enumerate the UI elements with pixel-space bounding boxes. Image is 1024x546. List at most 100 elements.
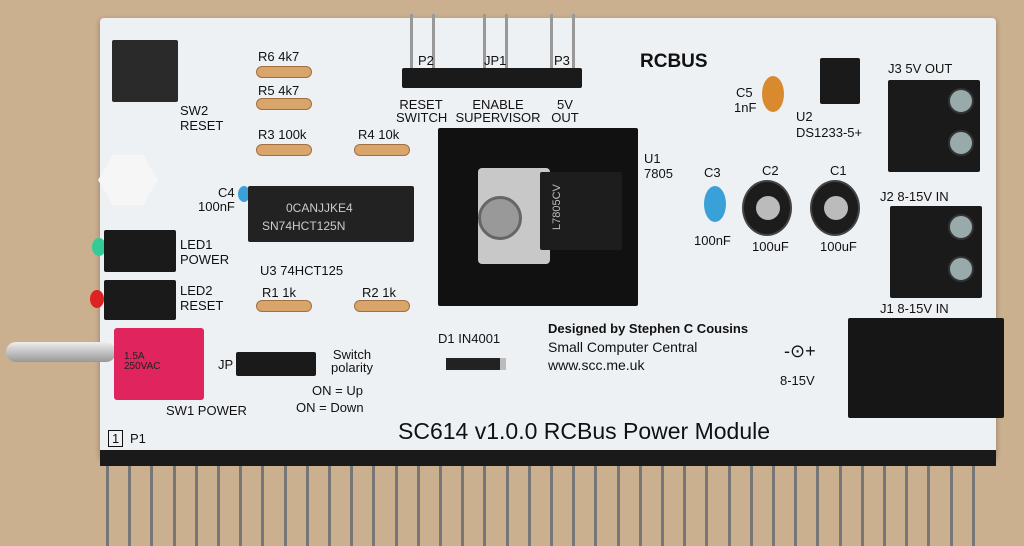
connector-pin [949, 466, 953, 546]
toggle-lever[interactable] [6, 342, 116, 362]
led1-function: POWER [180, 252, 230, 267]
terminal-screw[interactable] [948, 88, 974, 114]
c3-value: 100nF [694, 233, 731, 248]
connector-pins [100, 466, 996, 546]
capacitor-c3 [704, 186, 726, 222]
pin1-marker: 1 [108, 430, 124, 447]
connector-pin [505, 466, 509, 546]
connector-housing [100, 450, 996, 466]
credits-designer: Designed by Stephen C Cousins [548, 321, 749, 336]
connector-pin [150, 466, 154, 546]
connector-pin [572, 466, 576, 546]
j3-label: J3 5V OUT [888, 61, 953, 76]
dc-polarity-symbol: -⊙+ [784, 341, 816, 361]
on-up-label: ON = Up [312, 383, 363, 398]
connector-pin [483, 466, 487, 546]
capacitor-c4 [238, 186, 250, 202]
connector-pin [838, 466, 842, 546]
resistor-r1 [241, 300, 327, 312]
connector-pin [527, 466, 531, 546]
terminal-screw[interactable] [948, 130, 974, 156]
connector-pin [261, 466, 265, 546]
header-pin [410, 14, 413, 74]
connector-pin [372, 466, 376, 546]
sw1-label: SW1 POWER [166, 403, 247, 418]
connector-pin [461, 466, 465, 546]
d1-label: D1 IN4001 [438, 331, 501, 346]
connector-pin [439, 466, 442, 546]
header-pin [550, 14, 553, 74]
sw1-rating: 1.5A 250VAC [124, 351, 161, 372]
dc-jack-j1[interactable] [848, 318, 1004, 418]
sw2-function: RESET [180, 118, 224, 133]
mounting-screw [478, 196, 522, 240]
connector-pin [705, 466, 709, 546]
jp1-function: ENABLE SUPERVISOR [455, 97, 541, 125]
p3-function: 5V OUT [551, 97, 579, 125]
connector-pin [283, 466, 287, 546]
resistor-r4 [339, 144, 425, 156]
connector-pin [683, 466, 687, 546]
led-red [90, 290, 104, 308]
connector-pin [172, 466, 176, 546]
u2-label: U2 [796, 109, 813, 124]
connector-pin [217, 466, 220, 546]
connector-pin [927, 466, 931, 546]
u1-label: U1 [644, 151, 661, 166]
capacitor-c5 [762, 76, 784, 112]
p1-label: P1 [130, 431, 146, 446]
r5-label: R5 4k7 [258, 83, 300, 98]
connector-pin [616, 466, 620, 546]
c1-value: 100uF [820, 239, 857, 254]
connector-pin [350, 466, 354, 546]
connector-pin [860, 466, 864, 546]
connector-pin [394, 466, 398, 546]
header-pin [483, 14, 486, 74]
credits-website[interactable]: www.scc.me.uk [548, 357, 645, 373]
r4-label: R4 10k [358, 127, 400, 142]
u1-chip-code: L7805CV [551, 184, 563, 230]
connector-pin [905, 466, 909, 546]
polarity-jumper[interactable] [236, 352, 316, 376]
j2-label: J2 8-15V IN [880, 189, 949, 204]
header-pin [572, 14, 575, 74]
led2-holder [104, 280, 176, 320]
dc-range: 8-15V [780, 373, 815, 388]
edge-connector [100, 450, 996, 546]
board-title: SC614 v1.0.0 RCBus Power Module [398, 418, 771, 444]
terminal-screw[interactable] [948, 214, 974, 240]
p2-label: P2 [418, 53, 434, 68]
led-green [92, 238, 106, 256]
u1-part: 7805 [644, 166, 673, 181]
resistor-r5 [241, 98, 327, 110]
header-pin [505, 14, 508, 74]
p3-label: P3 [554, 53, 570, 68]
connector-pin [106, 466, 109, 546]
c3-label: C3 [704, 165, 721, 180]
j1-label: J1 8-15V IN [880, 301, 949, 316]
connector-pin [661, 466, 664, 546]
connector-pin [749, 466, 753, 546]
resistor-r6 [241, 66, 327, 78]
connector-pin [239, 466, 243, 546]
r3-label: R3 100k [258, 127, 307, 142]
c2-value: 100uF [752, 239, 789, 254]
power-switch[interactable] [114, 328, 204, 400]
connector-pin [638, 466, 642, 546]
u3-chip-part: SN74HCT125N [262, 219, 346, 233]
supervisor-u2 [820, 58, 860, 104]
c5-label: C5 [736, 85, 753, 100]
jp1-label: JP1 [484, 53, 507, 68]
terminal-screw[interactable] [948, 256, 974, 282]
connector-pin [727, 466, 731, 546]
reset-button[interactable] [112, 40, 178, 102]
connector-pin [772, 466, 775, 546]
jumper-header[interactable] [402, 68, 582, 88]
ic-u3 [248, 186, 414, 242]
connector-pin [305, 466, 309, 546]
capacitor-c1 [810, 180, 860, 236]
p2-function: RESET SWITCH [396, 97, 448, 125]
connector-pin [194, 466, 198, 546]
connector-pin [416, 466, 420, 546]
led1-holder [104, 230, 176, 272]
